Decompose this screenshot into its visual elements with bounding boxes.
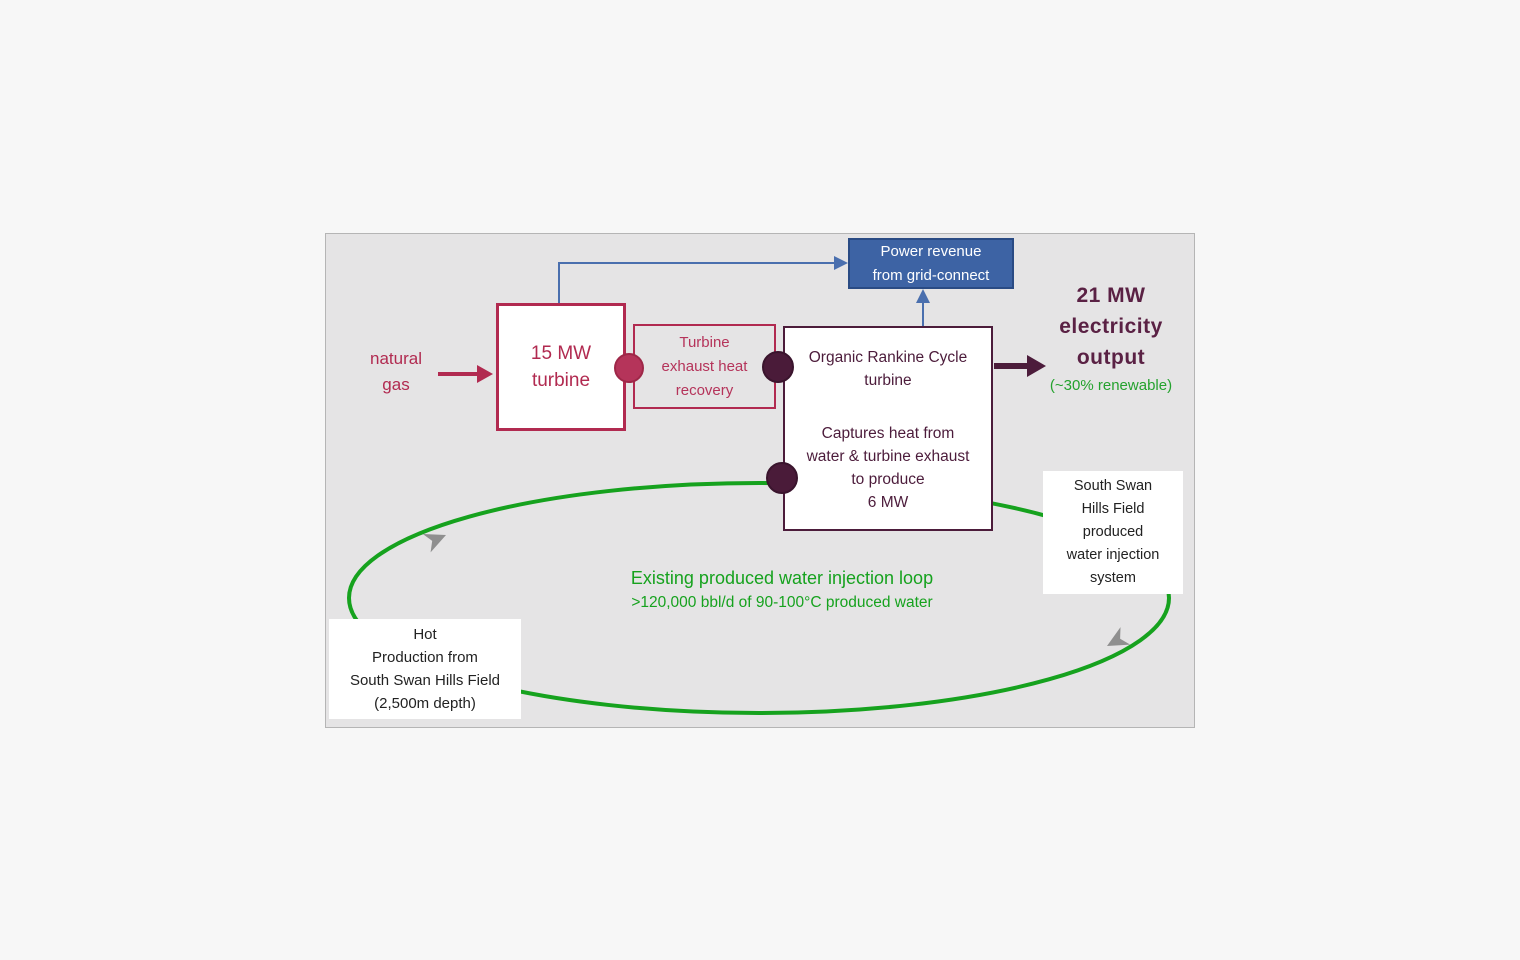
water-loop-title: Existing produced water injection loop bbox=[630, 568, 934, 588]
water-loop-subtitle: >120,000 bbl/d of 90-100°C produced wate… bbox=[631, 594, 933, 611]
hot-production-box: Hot Production from South Swan Hills Fie… bbox=[329, 619, 521, 719]
connector-layer bbox=[347, 256, 1171, 715]
heat-recovery-label: Turbine exhaust heat recovery bbox=[661, 333, 748, 399]
diagram-canvas: natural gas 15 MW turbine Turbine exhaus… bbox=[325, 233, 1195, 728]
power-revenue-label: Power revenue from grid-connect bbox=[872, 242, 990, 284]
hot-production-label: Hot Production from South Swan Hills Fie… bbox=[349, 626, 501, 712]
turbine-to-grid-arrow-icon bbox=[834, 256, 848, 270]
heat-recovery-box: Turbine exhaust heat recovery bbox=[633, 324, 776, 409]
loop-flow-arrow-icon bbox=[422, 534, 446, 553]
natural-gas-arrow-icon bbox=[477, 365, 493, 383]
electricity-output-block: 21 MW electricity output (~30% renewable… bbox=[1021, 280, 1201, 397]
power-revenue-box: Power revenue from grid-connect bbox=[848, 238, 1014, 289]
orc-to-grid-arrow-icon bbox=[916, 289, 930, 303]
orc-turbine-box: Organic Rankine Cycle turbine Captures h… bbox=[783, 326, 993, 531]
turbine-to-grid-line bbox=[558, 262, 836, 303]
orc-title: Organic Rankine Cycle turbine bbox=[808, 349, 968, 389]
electricity-output-label: 21 MW electricity output bbox=[1059, 284, 1163, 369]
orc-description: Captures heat from water & turbine exhau… bbox=[806, 425, 970, 511]
turbine-15mw-box: 15 MW turbine bbox=[496, 303, 626, 431]
natural-gas-label: natural gas bbox=[370, 349, 422, 394]
heat-orc-connector-dot bbox=[762, 351, 794, 383]
water-loop-ellipse bbox=[347, 481, 1171, 715]
output-arrow-icon bbox=[1027, 355, 1046, 377]
water-loop-caption: Existing produced water injection loop >… bbox=[582, 565, 982, 615]
loop-flow-arrow-icon bbox=[1107, 627, 1131, 646]
injection-system-label: South Swan Hills Field produced water in… bbox=[1066, 478, 1160, 586]
turbine-heat-connector-dot bbox=[614, 353, 644, 383]
loop-orc-connector-dot bbox=[766, 462, 798, 494]
injection-system-box: South Swan Hills Field produced water in… bbox=[1043, 471, 1183, 594]
turbine-15mw-label: 15 MW turbine bbox=[530, 343, 592, 391]
renewable-note: (~30% renewable) bbox=[1049, 377, 1173, 394]
